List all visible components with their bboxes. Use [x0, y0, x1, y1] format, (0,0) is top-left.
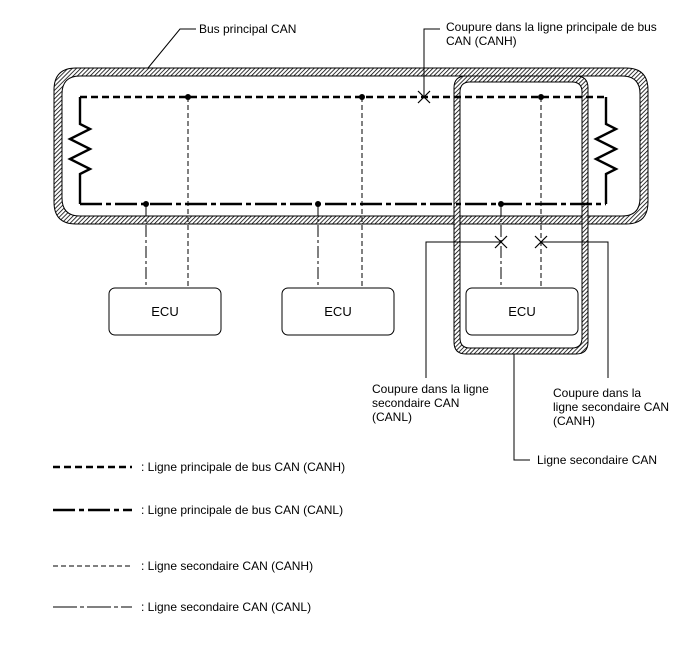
junction-dot — [185, 94, 191, 100]
ecu-label-2: ECU — [324, 304, 351, 319]
leader-coupure-canh — [541, 241, 609, 378]
legend-label-canl-main: : Ligne principale de bus CAN (CANL) — [141, 503, 343, 517]
junction-dot — [498, 201, 504, 207]
leader-coupure-canl — [425, 241, 501, 378]
leader-bus-principal — [147, 28, 196, 69]
junction-dot — [538, 94, 544, 100]
ecu-box-1 — [108, 287, 222, 336]
callout-coupure-principale: Coupure dans la ligne principale de bus … — [446, 20, 660, 48]
callout-ligne-secondaire: Ligne secondaire CAN — [537, 453, 657, 467]
left-terminator-resistor — [67, 97, 93, 204]
leader-coupure-principale — [423, 28, 440, 97]
main-bus-highlight — [53, 67, 649, 225]
branch-line-highlight — [453, 75, 589, 355]
junction-dot — [143, 201, 149, 207]
right-terminator-resistor — [593, 97, 619, 204]
ecu-box-3 — [465, 287, 579, 336]
ecu-label-3: ECU — [508, 304, 535, 319]
leader-ligne-secondaire — [513, 354, 530, 461]
legend-label-canh-branch: : Ligne secondaire CAN (CANH) — [141, 559, 313, 573]
callout-coupure-canh: Coupure dans la ligne secondaire CAN (CA… — [553, 386, 672, 428]
legend: : Ligne principale de bus CAN (CANH) : L… — [53, 460, 345, 614]
callout-coupure-canl: Coupure dans la ligne secondaire CAN (CA… — [372, 382, 492, 424]
junction-dot — [315, 201, 321, 207]
ecu-label-1: ECU — [151, 304, 178, 319]
junction-dot — [359, 94, 365, 100]
ecu-box-2 — [281, 287, 395, 336]
legend-label-canl-branch: : Ligne secondaire CAN (CANL) — [141, 600, 311, 614]
legend-label-canh-main: : Ligne principale de bus CAN (CANH) — [141, 460, 345, 474]
callout-bus-principal: Bus principal CAN — [199, 22, 296, 36]
